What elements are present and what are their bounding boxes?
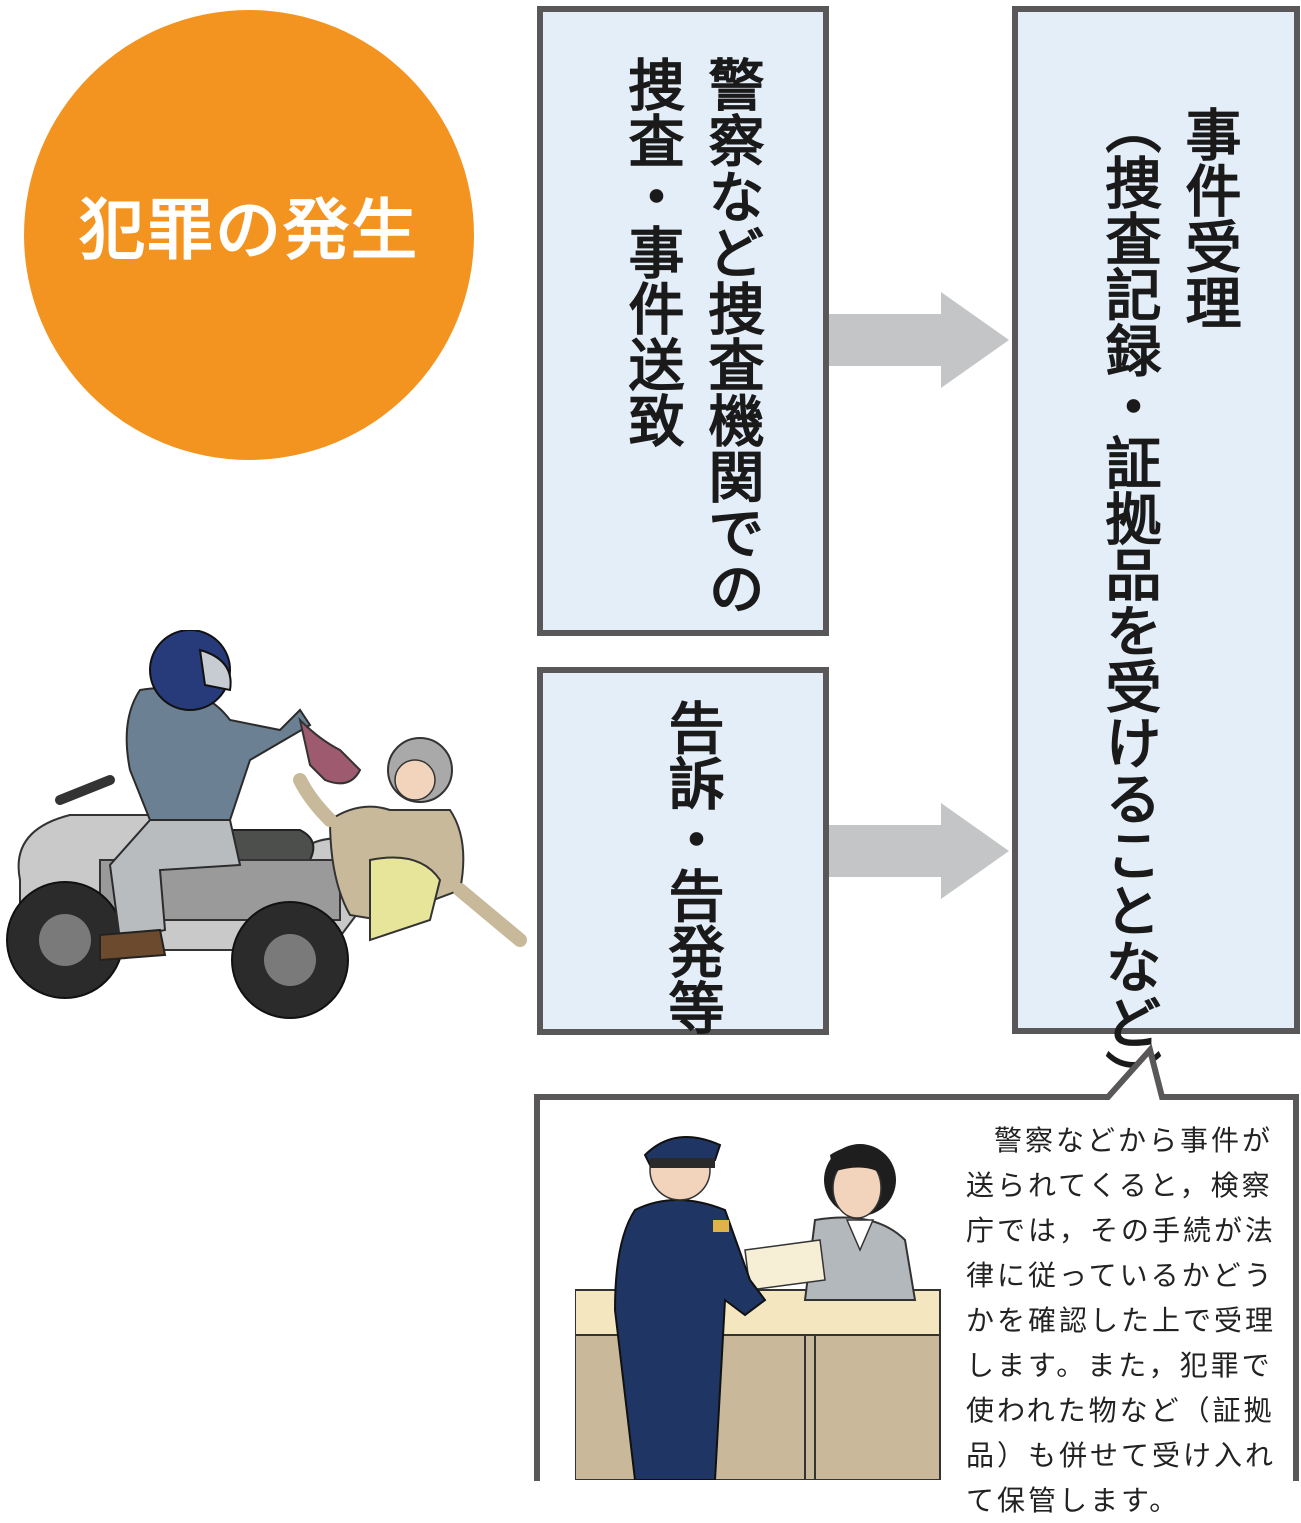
callout-text: 警察などから事件が送られてくると，検察庁では，その手続が法律に従っているかどうか… xyxy=(966,1124,1277,1517)
clerk-illustration xyxy=(810,1130,811,1131)
arrow-complaint-to-reception xyxy=(829,803,1009,899)
snatching-scene-illustration xyxy=(6,630,527,1019)
police-officer-illustration xyxy=(575,1136,941,1480)
reception-box-line1: 事件受理 xyxy=(1176,106,1241,330)
crime-occurrence-circle: 犯罪の発生 xyxy=(24,10,474,460)
case-reception-box: 事件受理 （捜査記録・証拠品を受けることなど） xyxy=(1012,6,1300,1106)
complaint-box-line1: 告訴・告発等 xyxy=(659,699,724,1035)
arrow-police-to-reception xyxy=(829,292,1009,388)
police-box-line1: 警察など捜査機関での xyxy=(699,56,764,616)
reception-box-line2: （捜査記録・証拠品を受けることなど） xyxy=(1096,98,1161,1106)
police-investigation-box: 警察など捜査機関での 捜査・事件送致 xyxy=(537,6,829,636)
complaint-box: 告訴・告発等 xyxy=(537,667,829,1035)
police-box-line2: 捜査・事件送致 xyxy=(619,56,684,448)
crime-occurrence-label: 犯罪の発生 xyxy=(79,192,419,269)
